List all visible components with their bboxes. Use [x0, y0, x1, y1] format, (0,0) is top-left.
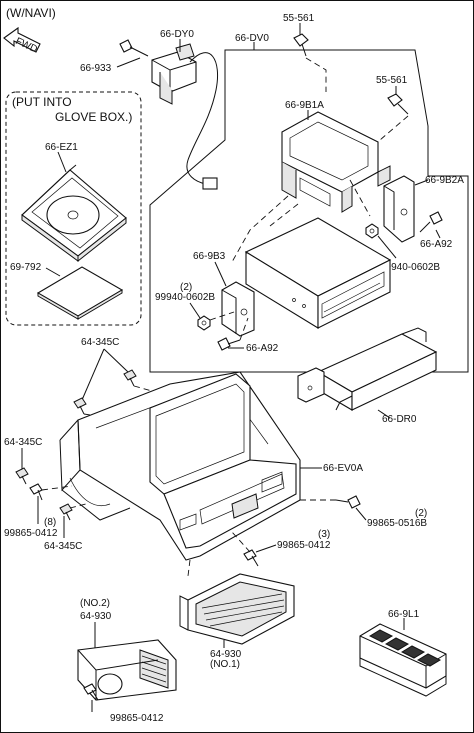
dash-assy-1	[231, 195, 289, 263]
clip-64345C-lower	[59, 503, 73, 521]
dash-nut-left	[209, 311, 235, 321]
leader-64345C-top-1	[81, 348, 105, 401]
nav-manual-booklet	[36, 266, 124, 320]
label-55561-right: 55-561	[376, 75, 408, 86]
leader-99940-left	[189, 302, 201, 319]
leader-66EZ1	[57, 151, 67, 173]
leader-99940-right	[377, 235, 397, 259]
dash-clip-lower	[69, 503, 87, 509]
dash-assy-2	[269, 203, 299, 227]
label-99865-0516B-qty: (2)	[415, 508, 427, 519]
screw-99865-bottom	[83, 683, 99, 701]
glovebox-line2: GLOVE BOX.)	[55, 110, 132, 124]
label-64345C-top: 64-345C	[81, 337, 119, 348]
label-64345C-lower: 64-345C	[44, 541, 82, 552]
label-99865-center-qty: (3)	[318, 529, 330, 540]
label-66EV0A: 66-EV0A	[323, 463, 363, 474]
clip-64345C-top-a	[123, 369, 137, 387]
dash-screw-left	[41, 485, 73, 491]
label-69792: 69-792	[10, 262, 42, 273]
leader-64345C-top-2	[103, 348, 129, 373]
leader-99865-0516B	[355, 507, 367, 521]
label-669B3: 66-9B3	[193, 251, 226, 262]
label-99865-bottom: 99865-0412	[110, 713, 164, 724]
label-64930-no2: 64-930	[80, 611, 112, 622]
dash-55561-right	[379, 115, 409, 141]
label-64930-no2-qty: (NO.2)	[80, 598, 110, 609]
variant-label: (W/NAVI)	[6, 6, 56, 20]
bracket-669B1A	[281, 111, 391, 213]
label-55561-top: 55-561	[283, 13, 315, 24]
screw-99865-left	[29, 483, 43, 501]
navigation-unit	[244, 217, 392, 329]
label-99940-left: 99940-0602B	[155, 292, 215, 303]
label-64930-no1: 64-930	[210, 649, 242, 660]
dash-screw-bottom	[239, 317, 249, 341]
label-66DY0: 66-DY0	[160, 29, 194, 40]
screw-55561-top	[293, 33, 309, 57]
nut-99940-right	[365, 223, 379, 239]
gps-antenna	[151, 43, 219, 190]
leader-99865-center	[255, 544, 277, 553]
glovebox-line1: (PUT INTO	[12, 95, 72, 109]
clip-64345C-left	[15, 467, 29, 485]
leader-66A92-right	[435, 229, 441, 239]
leader-69792	[45, 267, 61, 277]
screw-99865-center	[243, 549, 259, 567]
label-669B2A: 66-9B2A	[425, 175, 464, 186]
glovebox-group-outline	[5, 91, 142, 326]
label-99940-left-qty: (2)	[180, 282, 192, 293]
leader-66933	[116, 57, 141, 68]
nav-disc-case	[21, 164, 127, 263]
leader-669B3	[214, 261, 227, 287]
fwd-label: FWD	[14, 36, 39, 56]
leader-66DR0	[377, 409, 391, 419]
clip-64345C-top-b	[73, 397, 87, 415]
control-module-66DR0	[297, 327, 438, 411]
dash-assy-3	[349, 179, 371, 217]
label-99940-right: 99940-0602B	[380, 262, 440, 273]
screw-55561-right	[387, 93, 409, 115]
screw-99865-0516B	[335, 495, 361, 509]
label-669L1: 66-9L1	[388, 609, 420, 620]
fwd-arrow-icon: FWD	[3, 26, 41, 56]
label-66A92-right: 66-A92	[420, 239, 453, 250]
label-99865-left-qty: (8)	[44, 517, 56, 528]
label-99865-center: 99865-0412	[277, 540, 331, 551]
bracket-669B3	[221, 281, 255, 337]
air-louver-no2	[77, 639, 177, 701]
label-64345C-left: 64-345C	[4, 437, 42, 448]
label-64930-no1-qty: (NO.1)	[210, 659, 240, 670]
label-66A92-bottom: 66-A92	[246, 343, 279, 354]
label-99865-left: 99865-0412	[4, 528, 58, 539]
screw-66A92-right	[419, 211, 443, 233]
dash-screw-center	[231, 531, 251, 553]
label-99865-0516B: 99865-0516B	[367, 518, 427, 529]
dash-panel-lower	[187, 559, 191, 577]
label-66EZ1: 66-EZ1	[45, 142, 78, 153]
bracket-669B2A	[383, 175, 415, 243]
label-66DV0: 66-DV0	[235, 33, 269, 44]
leader-669B2A	[414, 179, 429, 186]
switch-panel-669L1	[359, 623, 447, 697]
screw-66933	[119, 39, 149, 57]
air-louver-no1	[179, 573, 295, 645]
group-outline-66DV0	[149, 49, 469, 373]
label-66DR0: 66-DR0	[382, 414, 417, 425]
label-669B1A: 66-9B1A	[285, 100, 324, 111]
screw-66A92-bottom	[217, 337, 241, 351]
center-panel-66EV0A	[59, 371, 301, 561]
label-66933: 66-933	[80, 63, 112, 74]
dash-55561-top	[305, 57, 327, 92]
nut-99940-left	[197, 315, 211, 331]
